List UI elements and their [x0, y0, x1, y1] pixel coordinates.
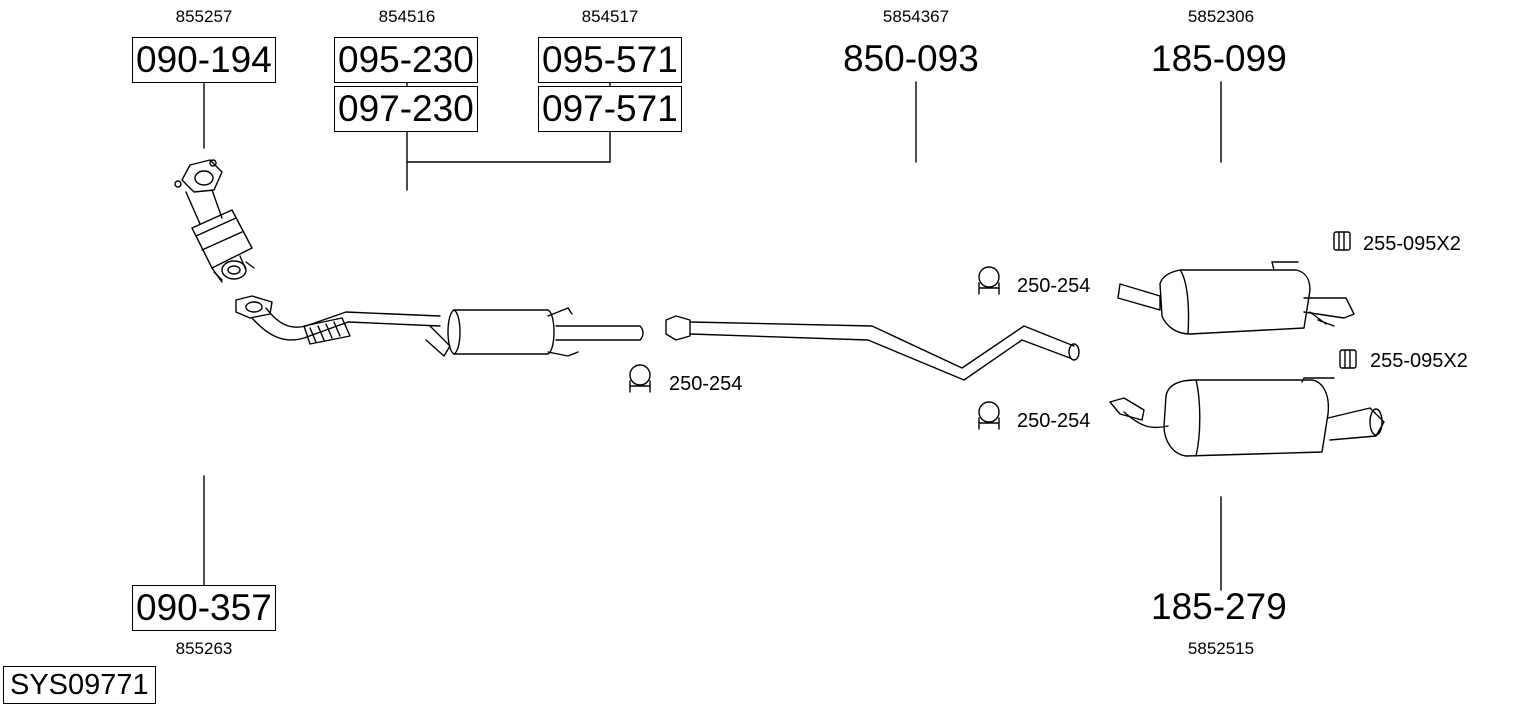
part-number-p2[interactable]: 090-357: [132, 585, 276, 631]
oe-number-p5: 5854367: [882, 7, 950, 26]
clamp-label-lower[interactable]: 250-254: [1017, 410, 1091, 432]
mount-icon-upper: [1333, 231, 1351, 251]
oe-number-p2: 855263: [175, 639, 233, 658]
leader-lines: [203, 79, 1222, 591]
clamp-icon-lower: [978, 401, 1000, 430]
clamp-icon-upper: [978, 266, 1000, 295]
part-number-p6[interactable]: 185-099: [1151, 38, 1287, 79]
part-number-p4[interactable]: 095-571: [538, 37, 682, 83]
front-pipe: [235, 295, 441, 345]
clamp-label-upper[interactable]: 250-254: [1017, 275, 1091, 297]
oe-number-p3: 854516: [378, 7, 436, 26]
part-number-p3-alt[interactable]: 097-230: [334, 86, 478, 132]
part-number-p4-alt[interactable]: 097-571: [538, 86, 682, 132]
front-silencer: [425, 307, 644, 357]
rear-silencer-upper: [1117, 261, 1355, 335]
clamp-label-center[interactable]: 250-254: [669, 373, 743, 395]
rear-silencer-lower: [1109, 377, 1385, 457]
mount-label-upper[interactable]: 255-095X2: [1363, 233, 1461, 255]
intermediate-pipe: [665, 315, 1080, 381]
oe-number-p4: 854517: [581, 7, 639, 26]
part-number-p7[interactable]: 185-279: [1151, 586, 1287, 627]
oe-number-p6: 5852306: [1187, 7, 1255, 26]
system-id-label: SYS09771: [3, 666, 156, 704]
oe-number-p7: 5852515: [1187, 639, 1255, 658]
part-number-p1[interactable]: 090-194: [132, 37, 276, 83]
oe-number-p1: 855257: [175, 7, 233, 26]
clamp-icon-center: [629, 364, 651, 393]
part-number-p5[interactable]: 850-093: [843, 38, 979, 79]
part-number-p3[interactable]: 095-230: [334, 37, 478, 83]
mount-label-lower[interactable]: 255-095X2: [1370, 350, 1468, 372]
catalytic-converter: [174, 159, 255, 283]
mount-icon-lower: [1339, 349, 1357, 369]
